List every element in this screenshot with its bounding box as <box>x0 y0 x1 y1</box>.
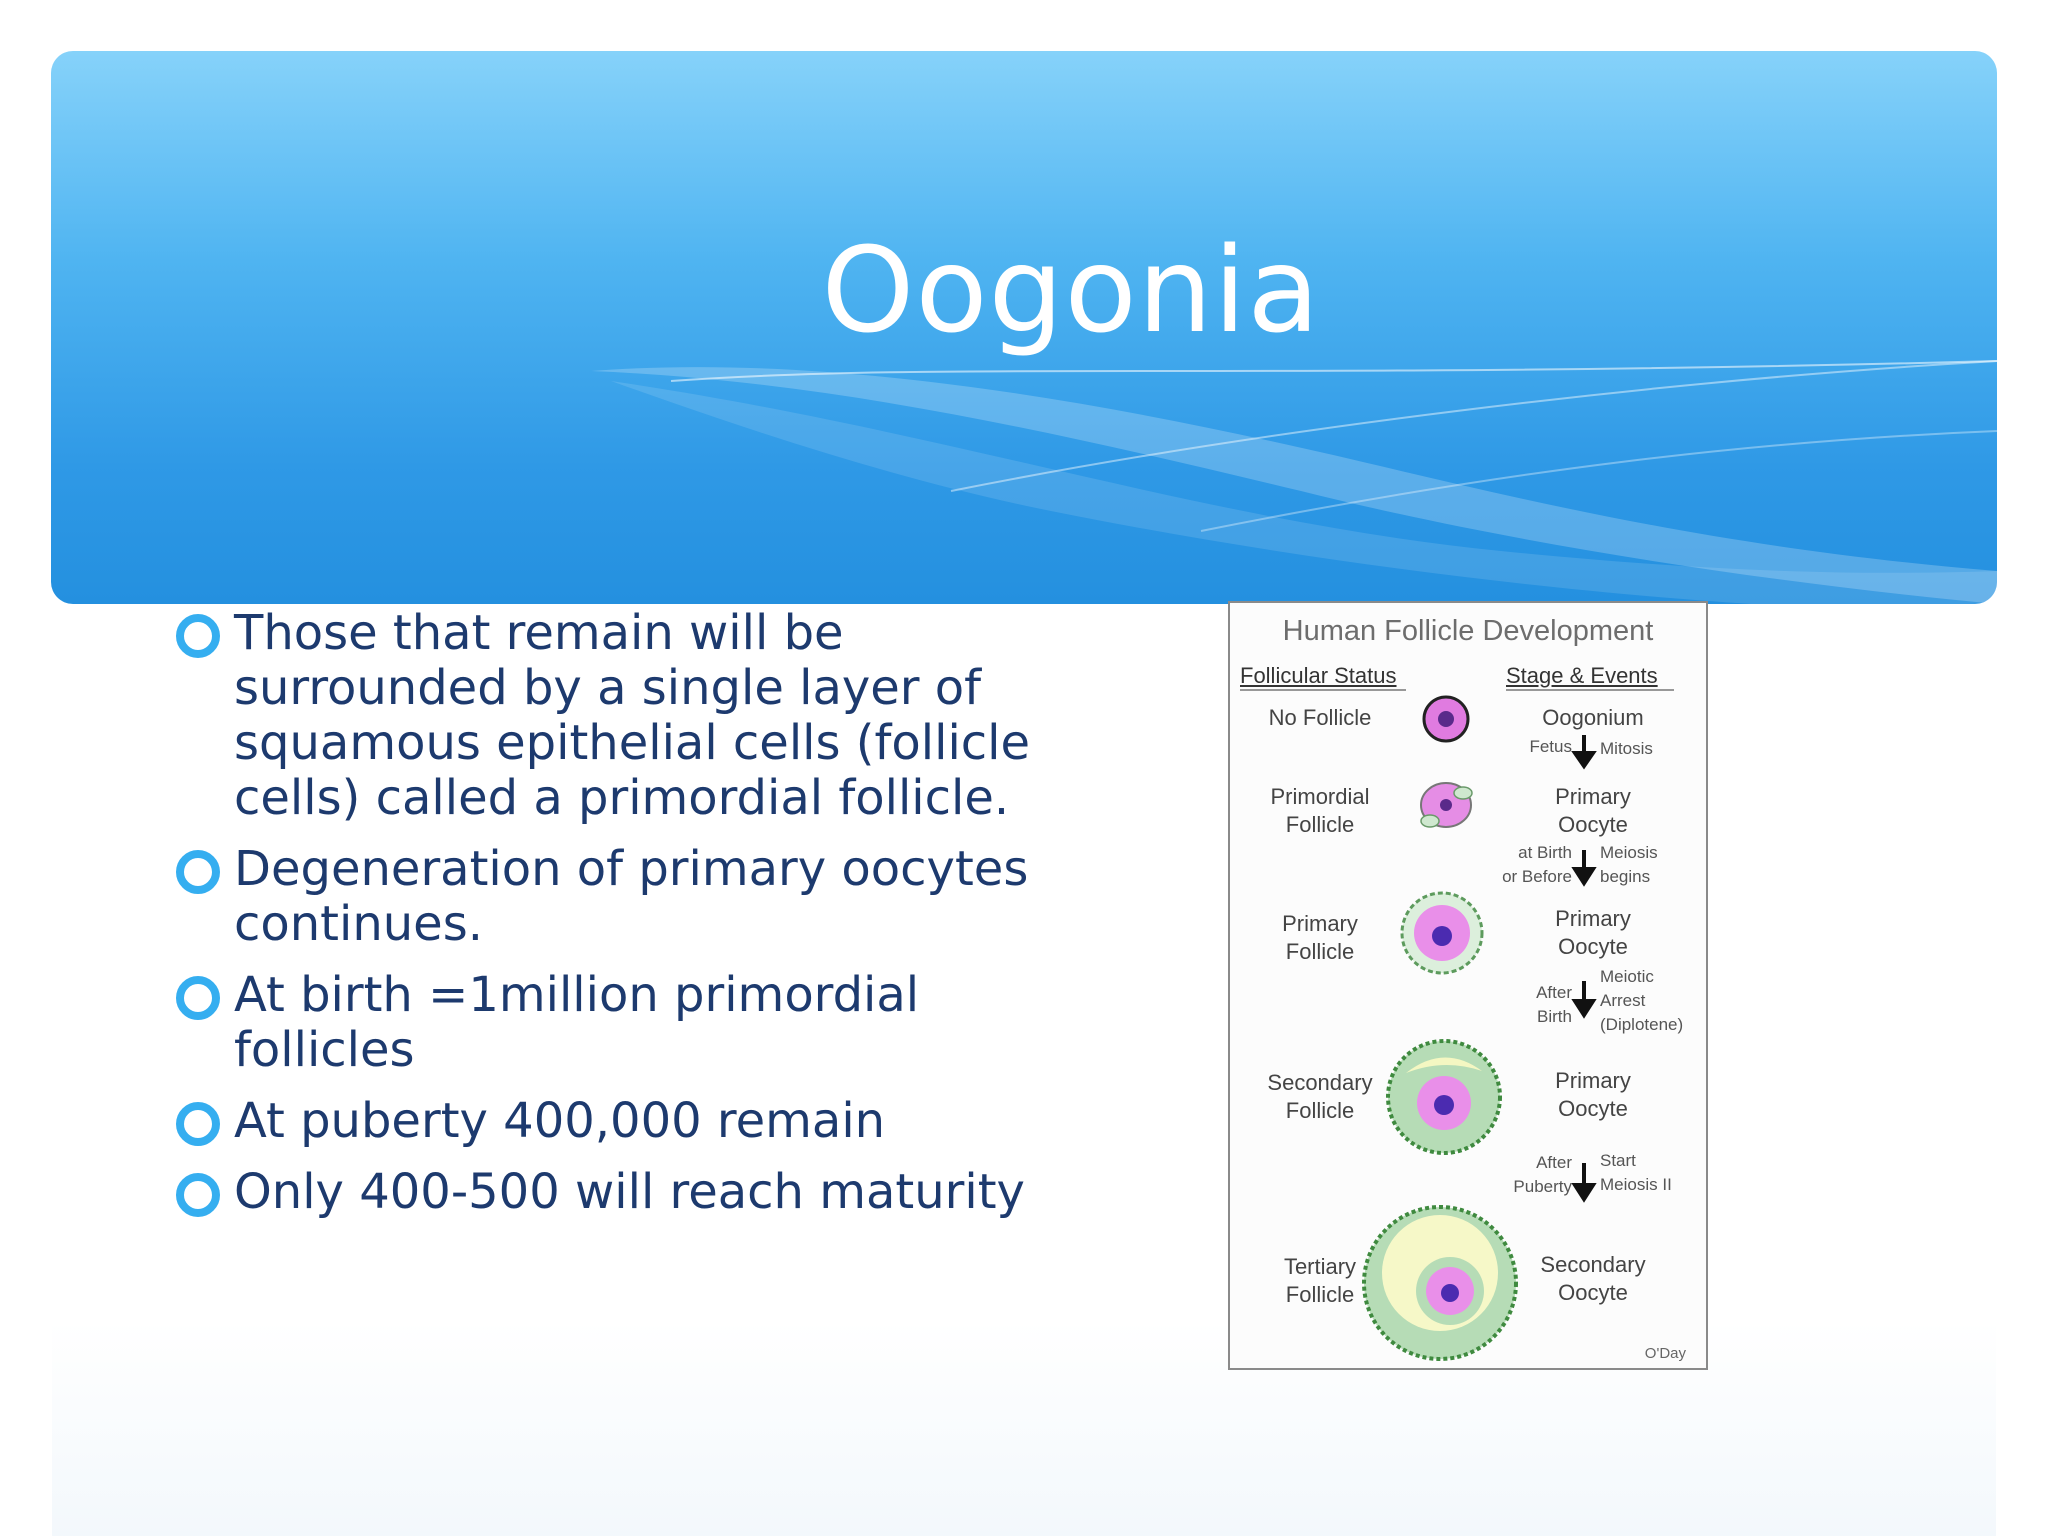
follicular-status-heading: Follicular Status <box>1240 663 1397 688</box>
down-arrow-icon <box>1571 735 1597 1203</box>
transition-left-label: After Puberty <box>1513 1153 1572 1196</box>
stage-label: Primary Oocyte <box>1555 1068 1631 1121</box>
follicle-drawings <box>1240 689 1674 1361</box>
follicle-status-label: Primary Follicle <box>1282 911 1358 964</box>
stage-label: Primary Oocyte <box>1555 906 1631 959</box>
follicle-status-label: Primordial Follicle <box>1270 784 1370 837</box>
transition-left-label: Fetus <box>1529 737 1572 756</box>
slide-title: Oogonia <box>821 221 1321 359</box>
transition-right-label: Meiosis begins <box>1600 843 1658 886</box>
bullet-item: Only 400-500 will reach maturity <box>172 1165 1032 1220</box>
transition-left-label: After Birth <box>1536 983 1572 1026</box>
bullet-circle-icon <box>176 850 220 894</box>
stage-label: Primary Oocyte <box>1555 784 1631 837</box>
secondary-follicle-icon <box>1386 1039 1502 1155</box>
primary-follicle-icon <box>1400 891 1484 975</box>
bullet-circle-icon <box>176 1102 220 1146</box>
bullet-item: At puberty 400,000 remain <box>172 1094 1032 1149</box>
bullet-item: Degeneration of primary oocytes continue… <box>172 842 1032 952</box>
transition-right-label: Start Meiosis II <box>1600 1151 1672 1194</box>
decorative-swoosh <box>591 360 1997 604</box>
follicle-status-label: No Follicle <box>1268 705 1372 730</box>
stage-label: Oogonium <box>1542 705 1644 730</box>
primordial-follicle-icon <box>1420 782 1473 828</box>
follicle-status-label: Tertiary Follicle <box>1283 1254 1357 1307</box>
diagram-title: Human Follicle Development <box>1282 615 1654 647</box>
title-banner: Oogonia <box>51 51 1997 604</box>
stage-events-heading: Stage & Events <box>1506 663 1658 688</box>
transition-right-label: Mitosis <box>1600 739 1653 758</box>
follicle-diagram: Human Follicle Development Follicular St… <box>1228 601 1708 1370</box>
bullet-circle-icon <box>176 976 220 1020</box>
bullet-item: At birth =1million primordial follicles <box>172 968 1032 1078</box>
bullet-item: Those that remain will be surrounded by … <box>172 606 1032 826</box>
bullet-circle-icon <box>176 1173 220 1217</box>
stage-label: Secondary Oocyte <box>1540 1252 1646 1305</box>
follicle-status-label: Secondary Follicle <box>1267 1070 1373 1123</box>
bullet-list: Those that remain will be surrounded by … <box>172 606 1032 1236</box>
oogonium-cell-icon <box>1422 695 1470 743</box>
tertiary-follicle-icon <box>1362 1205 1518 1361</box>
transition-right-label: Meiotic Arrest (Diplotene) <box>1600 967 1684 1034</box>
diagram-credit: O'Day <box>1644 1345 1686 1362</box>
bullet-circle-icon <box>176 614 220 658</box>
transition-left-label: at Birth or Before <box>1502 843 1572 886</box>
